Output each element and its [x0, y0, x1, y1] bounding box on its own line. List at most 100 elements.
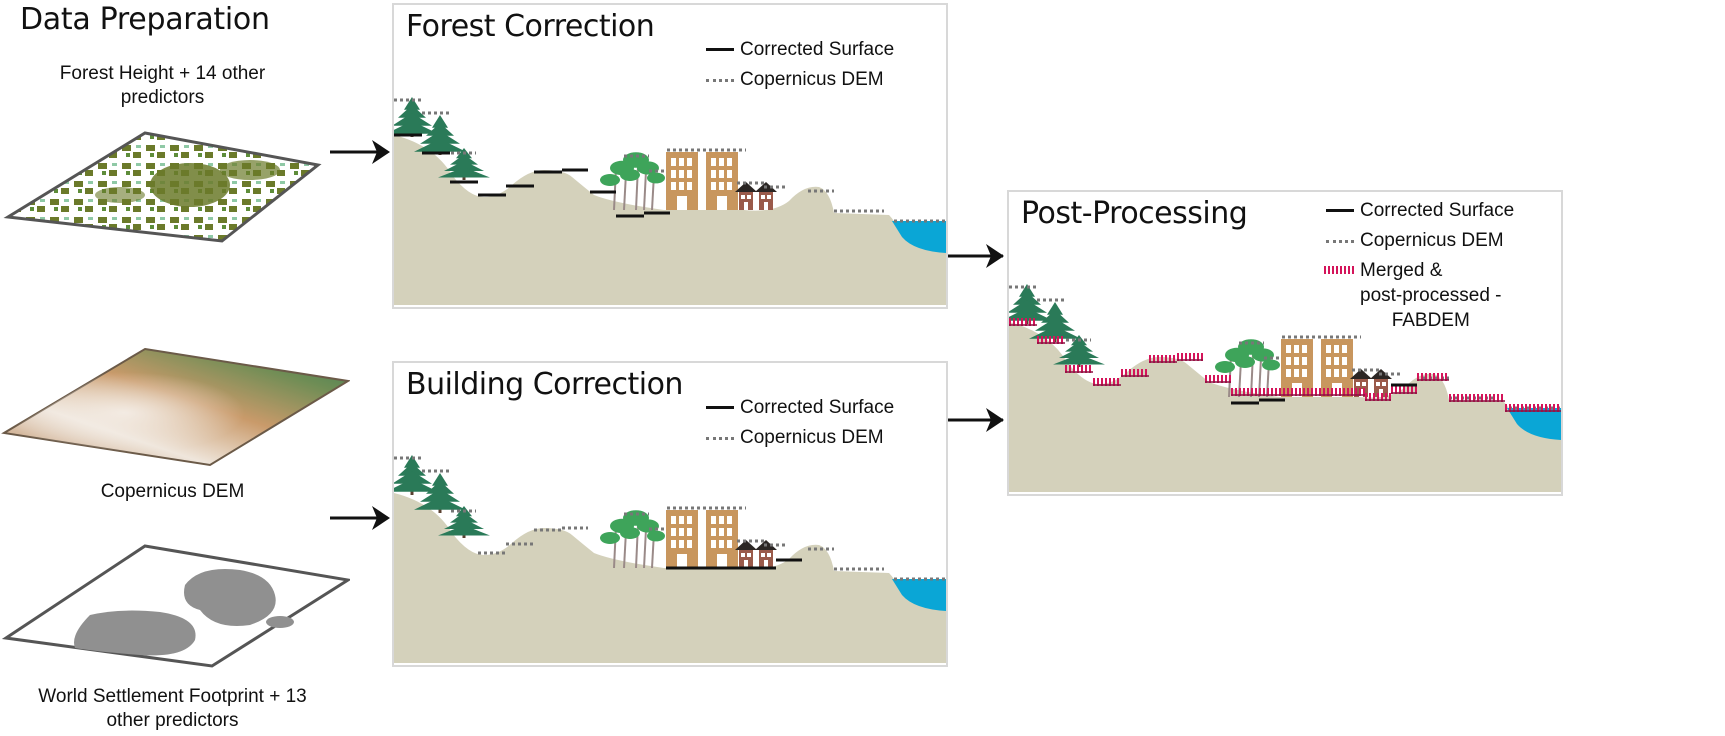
apartment-building-icon: [706, 510, 738, 568]
scene-group: [1009, 284, 1561, 492]
tree-foliage: [1053, 354, 1105, 365]
tree-foliage: [438, 167, 490, 178]
house-window: [761, 553, 765, 557]
building-window: [711, 170, 716, 178]
tree-foliage: [414, 139, 466, 152]
post-processing-panel: Post-Processing Corrected Surface Copern…: [1007, 190, 1563, 496]
building-window: [719, 182, 724, 190]
solid-line-icon: [704, 393, 736, 423]
building-window: [679, 170, 684, 178]
tree-foliage: [444, 518, 484, 530]
data-preparation-title: Data Preparation: [20, 2, 270, 37]
conifer-tree-icon: [438, 148, 490, 180]
tree-canopy: [647, 172, 665, 184]
legend-item-dem: Copernicus DEM: [1324, 226, 1514, 256]
arrowhead-icon: [986, 408, 1004, 432]
building-window: [711, 540, 716, 548]
building-window: [671, 540, 676, 548]
dotted-line-icon: [1324, 226, 1356, 256]
house-window: [1376, 382, 1380, 386]
building-window: [1286, 345, 1291, 353]
tree-foliage: [444, 160, 484, 172]
water-body: [892, 221, 946, 253]
building-window: [727, 170, 732, 178]
building-window: [711, 182, 716, 190]
water-body: [1507, 408, 1561, 440]
arrowhead-icon: [372, 140, 390, 164]
legend-label-line: post-processed -: [1360, 285, 1502, 306]
tree-trunk: [613, 525, 617, 569]
legend-label-line: FABDEM: [1391, 310, 1470, 331]
panel-title: Post-Processing: [1021, 196, 1248, 231]
building-window: [719, 540, 724, 548]
building-window: [1294, 369, 1299, 377]
legend-item-corrected: Corrected Surface: [704, 35, 894, 65]
settlement-map: [1, 544, 350, 668]
conifer-tree-icon: [438, 506, 490, 538]
caption-line: Forest Height + 14 other: [59, 63, 266, 84]
legend-label: Copernicus DEM: [740, 427, 884, 448]
tree-canopy: [600, 532, 620, 544]
house-window: [747, 553, 751, 557]
legend-label-line: Merged &: [1360, 260, 1443, 281]
building-window: [727, 182, 732, 190]
caption-line: other predictors: [106, 710, 239, 731]
house-window: [741, 553, 745, 557]
house-window: [767, 553, 771, 557]
tree-foliage: [404, 97, 420, 110]
tree-canopy: [620, 527, 640, 539]
panel-title: Forest Correction: [406, 9, 655, 44]
settlement-cluster: [266, 616, 294, 628]
building-window: [1302, 345, 1307, 353]
forest-correction-panel: Forest Correction Corrected Surface Cope…: [392, 3, 948, 309]
conifer-tree-icon: [414, 115, 466, 155]
building-door: [677, 554, 687, 568]
arrowhead-icon: [372, 506, 390, 530]
building-window: [687, 158, 692, 166]
tree-foliage: [426, 481, 454, 494]
tree-trunk: [643, 170, 647, 211]
apartment-building-icon: [666, 152, 698, 210]
forest-cluster: [150, 163, 230, 207]
scene-group: [394, 97, 946, 305]
forest-cluster: [95, 187, 145, 203]
legend: Corrected Surface Copernicus DEM: [704, 393, 894, 453]
tree-foliage: [1065, 341, 1093, 352]
building-window: [671, 528, 676, 536]
building-correction-panel: Building Correction Corrected Surface Co…: [392, 361, 948, 667]
building-window: [719, 528, 724, 536]
tree-foliage: [394, 113, 432, 126]
panel-title: Building Correction: [406, 367, 683, 402]
building-window: [711, 158, 716, 166]
building-window: [1286, 357, 1291, 365]
tree-foliage: [426, 123, 454, 136]
tree-foliage: [398, 463, 426, 476]
tree-trunk: [643, 528, 647, 569]
tree-canopy: [1215, 361, 1235, 373]
tree-foliage: [404, 455, 420, 468]
building-window: [711, 516, 716, 524]
dotted-line-icon: [704, 423, 736, 453]
house-door: [744, 202, 748, 210]
tree-canopy: [600, 174, 620, 186]
building-window: [679, 528, 684, 536]
building-window: [727, 528, 732, 536]
tree-canopy: [1252, 348, 1274, 362]
copernicus-dem-caption: Copernicus DEM: [100, 481, 245, 502]
tree-foliage: [1009, 300, 1047, 313]
forest-height-caption: Forest Height + 14 other predictors: [0, 62, 325, 110]
house-icon: [735, 182, 757, 210]
tree-canopy: [637, 161, 659, 175]
building-window: [679, 540, 684, 548]
caption-line: World Settlement Footprint + 13: [38, 686, 307, 707]
building-door: [677, 196, 687, 210]
legend-item-dem: Copernicus DEM: [704, 423, 894, 453]
post-processing-scene: [1009, 284, 1561, 492]
building-window: [687, 182, 692, 190]
building-window: [719, 158, 724, 166]
tree-foliage: [432, 115, 448, 128]
building-window: [727, 540, 732, 548]
building-window: [1326, 357, 1331, 365]
tree-foliage: [1009, 308, 1053, 321]
